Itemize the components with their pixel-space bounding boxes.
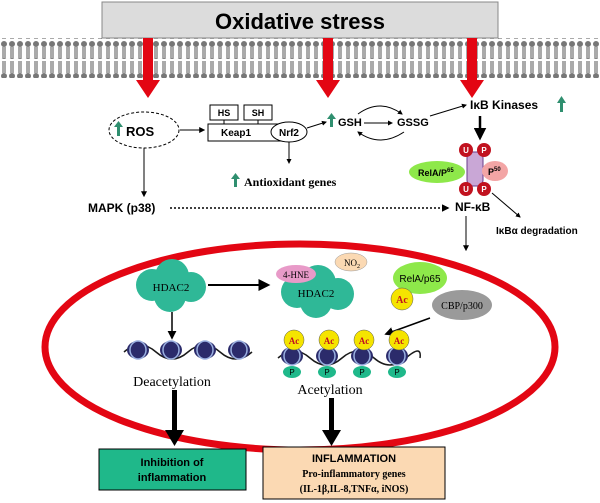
red-arrows [136,38,484,98]
green-up-arrow-icon [114,121,123,136]
acetylation-label: Acetylation [297,383,362,398]
green-up-arrow-icon [327,113,336,127]
p-label: P [481,185,487,194]
hdac2-left-cloud [136,259,206,312]
title-box [101,1,499,39]
inhibition-line1: Inhibition of [141,457,204,469]
u-label: U [463,185,469,194]
cbp-p300-label: CBP/p300 [441,301,483,312]
gssg-label: GSSG [397,117,429,129]
title-text: Oxidative stress [215,9,385,34]
four-hne-label: 4-HNE [283,270,309,280]
mapk-label: MAPK (p38) [88,201,155,215]
hdac2-right-cloud [281,265,354,318]
ac-label: Ac [396,295,408,306]
inhibition-line2: inflammation [138,472,207,484]
relA-p65-ellipse [409,161,465,183]
p50-ellipse [482,161,508,181]
sh-label: SH [252,108,265,118]
inflammation-title: INFLAMMATION [312,453,396,465]
ac-label: Ac [359,336,370,346]
inhibition-box [98,448,247,491]
four-hne-ellipse [276,265,316,283]
nfkb-label: NF-κB [455,200,491,214]
nrf2-label: Nrf2 [279,128,299,139]
inflammation-line2: Pro-inflammatory genes [302,469,406,480]
inflammation-line3: (IL-1β,IL-8,TNFα, iNOS) [300,484,409,495]
ac-label: Ac [394,336,405,346]
chromatin-deacetylated [123,340,253,360]
antioxidant-genes-label: Antioxidant genes [244,175,337,189]
hdac2-left-label: HDAC2 [153,282,190,294]
cbp-p300-ellipse [432,290,492,320]
cell-membrane [0,38,600,78]
hs-label: HS [218,108,231,118]
green-up-arrow-icon [557,96,566,112]
ac-label: Ac [289,336,300,346]
ikb-kinases-label: IκB Kinases [470,98,538,112]
p-label: P [394,368,399,377]
inflammation-box [262,446,446,500]
relA-p65-nuclear-ellipse [393,262,447,294]
deacetylation-label: Deacetylation [133,375,211,390]
ros-label: ROS [126,124,155,139]
relA-p65-nuclear-label: RelA/p65 [399,274,441,285]
ac-label: Ac [324,336,335,346]
no2-ellipse [334,252,368,272]
keap1-label: Keap1 [221,128,251,139]
p-label: P [359,368,364,377]
no2-label: NO2 [344,258,360,270]
p-label: P [481,146,487,155]
gsh-label: GSH [338,117,362,129]
thick-arrows [165,390,341,446]
ikb-complex [459,143,491,196]
green-up-arrow-icon [231,173,240,187]
p-label: P [324,368,329,377]
u-label: U [463,146,469,155]
ac-circle [390,287,414,311]
chromatin-acetylated [277,329,421,378]
p-label: P [289,368,294,377]
hdac2-right-label: HDAC2 [298,288,335,300]
ikba-degradation-label: IκBα degradation [496,226,578,237]
relA-p65-label: RelA/P65 [418,168,454,178]
p50-label: P50 [488,167,501,177]
